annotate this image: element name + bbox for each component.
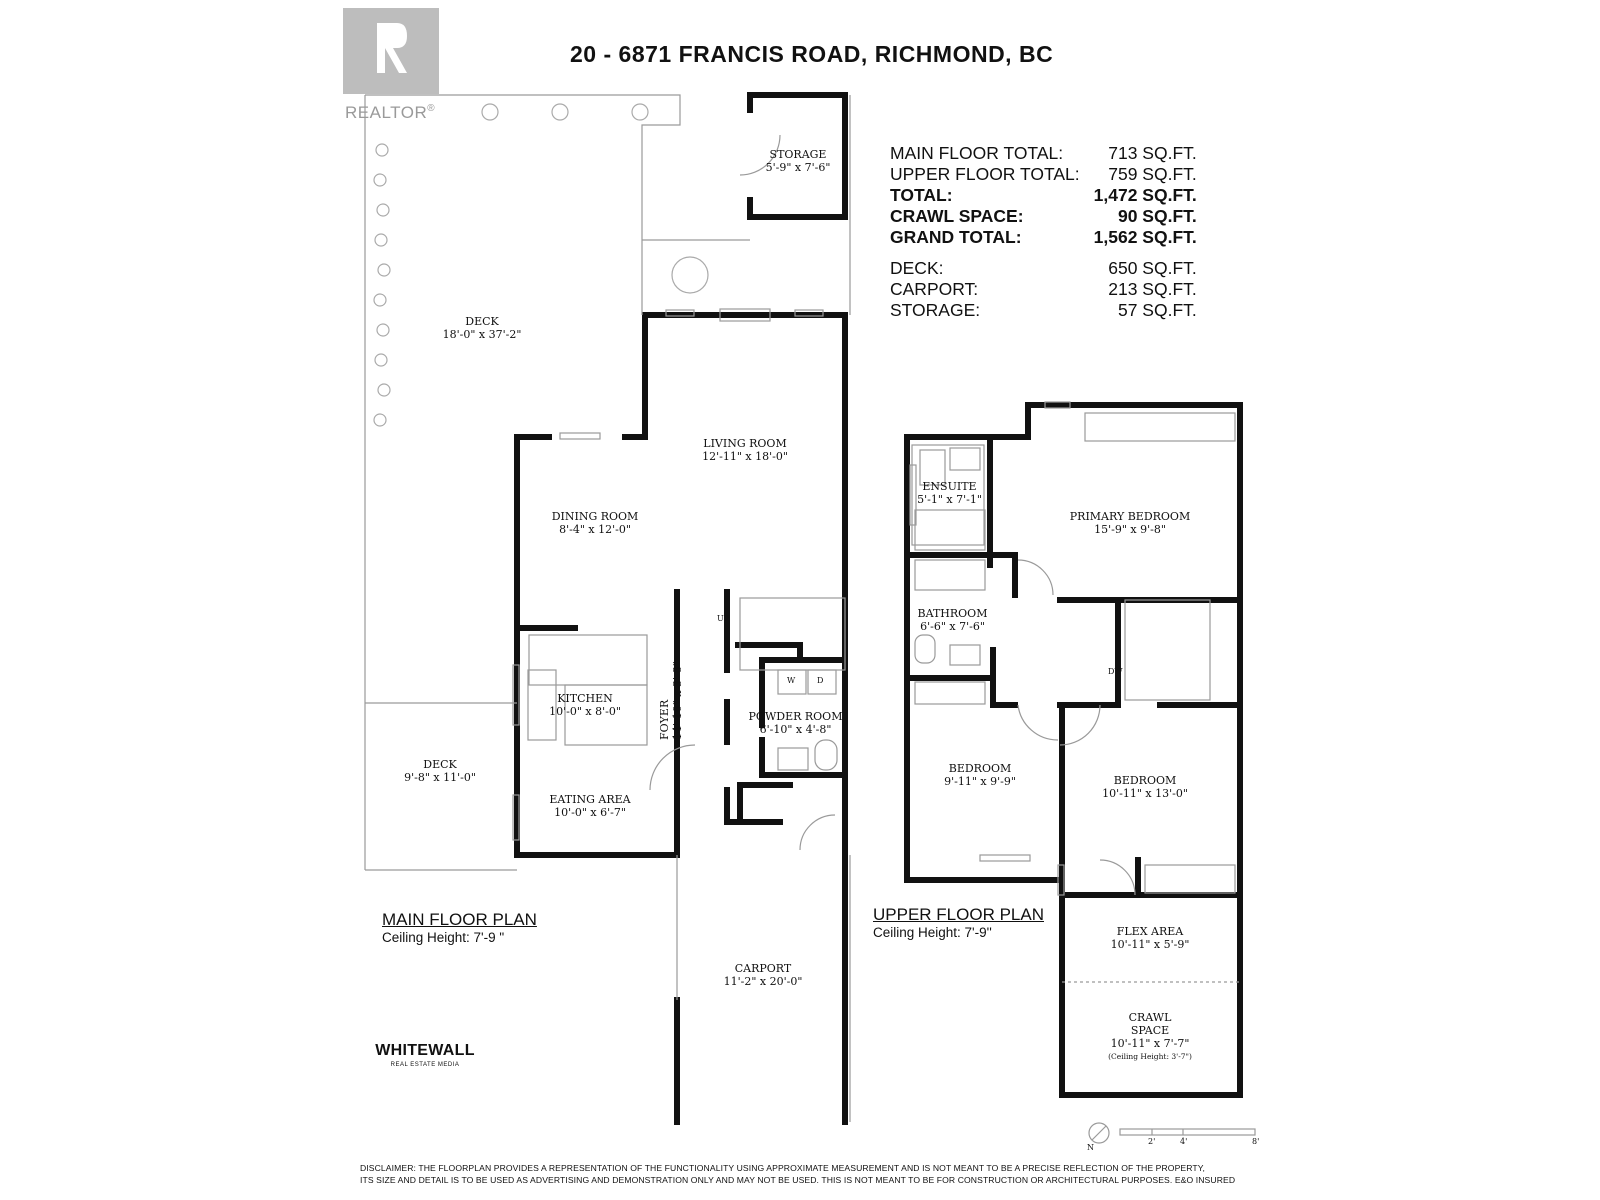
dryer-label: D xyxy=(817,676,824,685)
area-row: STORAGE: 57 SQ.FT. xyxy=(890,300,1197,321)
main-floor-ceiling: Ceiling Height: 7'-9 " xyxy=(382,930,505,945)
area-label: CRAWL SPACE: xyxy=(890,206,1024,226)
area-value: 650 SQ.FT. xyxy=(1108,258,1197,278)
area-row: UPPER FLOOR TOTAL: 759 SQ.FT. xyxy=(890,164,1197,185)
area-label: UPPER FLOOR TOTAL: xyxy=(890,164,1080,184)
area-label: DECK: xyxy=(890,258,944,278)
area-value: 713 SQ.FT. xyxy=(1108,143,1197,163)
upper-floor-title: UPPER FLOOR PLAN xyxy=(873,905,1044,924)
stairs-up-label: UP xyxy=(717,614,730,623)
area-label: TOTAL: xyxy=(890,185,953,205)
area-row: CARPORT: 213 SQ.FT. xyxy=(890,279,1197,300)
area-row: DECK: 650 SQ.FT. xyxy=(890,248,1197,279)
property-address: 20 - 6871 FRANCIS ROAD, RICHMOND, BC xyxy=(570,41,1054,67)
area-label: CARPORT: xyxy=(890,279,979,299)
upper-floor-walls xyxy=(904,402,1243,1098)
area-value: 213 SQ.FT. xyxy=(1108,279,1197,299)
scale-tick-8: 8' xyxy=(1252,1137,1260,1146)
area-value: 57 SQ.FT. xyxy=(1117,300,1197,320)
area-label: GRAND TOTAL: xyxy=(890,227,1022,247)
area-row: GRAND TOTAL: 1,562 SQ.FT. xyxy=(890,227,1197,248)
area-row: MAIN FLOOR TOTAL: 713 SQ.FT. xyxy=(890,143,1197,164)
area-summary-table: MAIN FLOOR TOTAL:713 SQ.FT.UPPER FLOOR T… xyxy=(890,143,1197,321)
scale-tick-2: 2' xyxy=(1148,1137,1156,1146)
thin-lines xyxy=(364,94,1256,1144)
area-value: 1,472 SQ.FT. xyxy=(1093,185,1197,205)
stairs-down-label: DW xyxy=(1108,667,1123,676)
washer-label: W xyxy=(787,676,796,685)
area-label: STORAGE: xyxy=(890,300,981,320)
area-row: TOTAL: 1,472 SQ.FT. xyxy=(890,185,1197,206)
disclaimer: DISCLAIMER: THE FLOORPLAN PROVIDES A REP… xyxy=(360,1163,1236,1185)
realtor-r-icon xyxy=(377,23,407,73)
area-value: 90 SQ.FT. xyxy=(1117,206,1197,226)
area-value: 759 SQ.FT. xyxy=(1108,164,1197,184)
scale-tick-4: 4' xyxy=(1180,1137,1188,1146)
upper-floor-ceiling: Ceiling Height: 7'-9'' xyxy=(873,925,992,940)
main-floor-title: MAIN FLOOR PLAN xyxy=(382,910,537,929)
realtor-wordmark: REALTOR® xyxy=(345,103,436,122)
deck-planters xyxy=(373,103,709,427)
main-floor-walls xyxy=(514,92,848,1125)
area-value: 1,562 SQ.FT. xyxy=(1093,227,1197,247)
area-row: CRAWL SPACE: 90 SQ.FT. xyxy=(890,206,1197,227)
area-label: MAIN FLOOR TOTAL: xyxy=(890,143,1064,163)
realtor-logo xyxy=(343,8,439,94)
north-label: N xyxy=(1087,1143,1094,1152)
